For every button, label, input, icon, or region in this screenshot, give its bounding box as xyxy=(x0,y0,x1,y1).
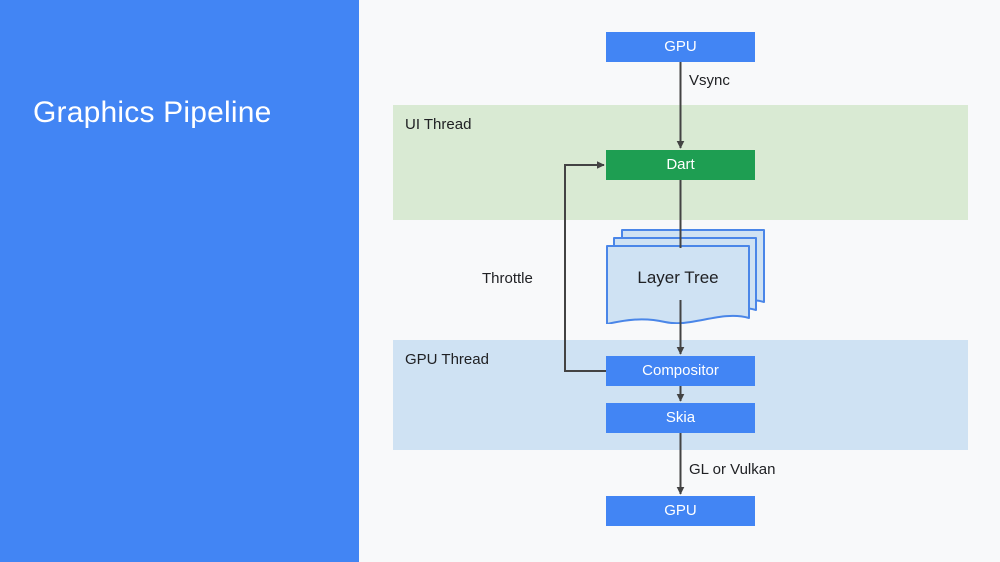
node-layer-tree: Layer Tree xyxy=(606,228,766,324)
layer-tree-stack-icon xyxy=(606,229,765,324)
node-gpu-bottom[interactable]: GPU xyxy=(606,496,755,526)
edge-label-throttle: Throttle xyxy=(482,270,533,287)
node-skia[interactable]: Skia xyxy=(606,403,755,433)
edge-label-gl-or-vulkan: GL or Vulkan xyxy=(689,461,776,478)
band-label-ui-thread: UI Thread xyxy=(405,116,472,133)
node-compositor[interactable]: Compositor xyxy=(606,356,755,386)
node-gpu-top[interactable]: GPU xyxy=(606,32,755,62)
title-panel: Graphics Pipeline xyxy=(0,0,359,562)
page-title: Graphics Pipeline xyxy=(33,96,272,129)
band-label-gpu-thread: GPU Thread xyxy=(405,351,489,368)
edge-label-vsync: Vsync xyxy=(689,72,730,89)
diagram-area: UI Thread GPU Thread Layer Tree xyxy=(359,0,1000,562)
node-dart[interactable]: Dart xyxy=(606,150,755,180)
